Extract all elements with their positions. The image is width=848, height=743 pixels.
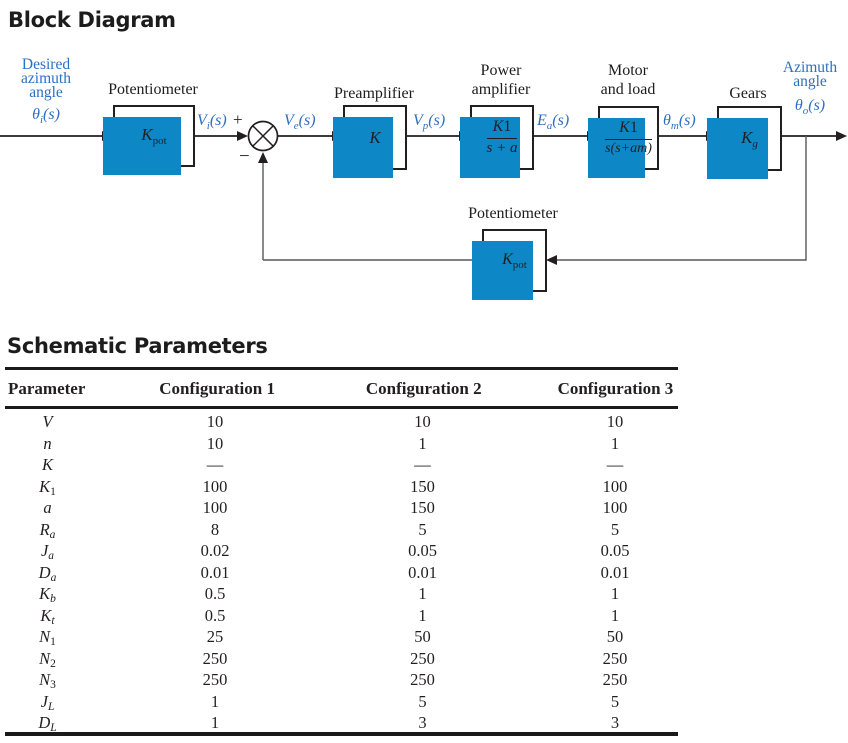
table-row: Da 0.01 0.01 0.01 [38, 562, 630, 584]
block-preamplifier: K [333, 105, 407, 178]
signal-theta-o: θo(s) [794, 97, 826, 118]
col-header-config1: Configuration 1 [159, 379, 275, 398]
label-preamplifier: Preamplifier [334, 85, 414, 102]
table-row: DL 1 3 3 [38, 713, 620, 734]
table-bottom-rule [5, 732, 678, 736]
section-title: Schematic Parameters [7, 334, 268, 358]
signal-theta-m: θm(s) [663, 112, 696, 132]
block-potentiometer-input: Kpot [103, 105, 195, 175]
table-body: V 10 10 10 n 10 1 1 K — — — K1 100 150 1… [5, 411, 725, 734]
summing-junction [247, 120, 279, 152]
table-row: N2 250 250 250 [39, 648, 628, 670]
signal-ve: Ve(s) [284, 112, 316, 132]
plus-sign: + [233, 110, 243, 129]
block-potentiometer-feedback: Kpot [472, 229, 547, 300]
table-row: Ra 8 5 5 [39, 519, 620, 541]
table-header-row: Parameter Configuration 1 Configuration … [5, 376, 725, 402]
label-gears: Gears [729, 85, 767, 102]
input-annotation: Desired azimuth angle θi(s) [4, 57, 88, 127]
table-row: N3 250 250 250 [39, 670, 628, 691]
signal-vi: Vi(s) [197, 112, 227, 132]
table-header-rule [5, 406, 678, 409]
table-row: JL 1 5 5 [40, 691, 620, 713]
table-row: N1 25 50 50 [39, 627, 624, 648]
table-row: K1 100 150 100 [39, 476, 628, 498]
signal-ea: Ea(s) [537, 112, 570, 132]
col-header-config3: Configuration 3 [557, 379, 674, 398]
table-row: V 10 10 10 [42, 412, 624, 431]
table-top-rule [5, 367, 678, 370]
block-diagram: Desired azimuth angle θi(s) Azimuth angl… [0, 0, 848, 330]
minus-sign: − [239, 146, 250, 167]
label-potentiometer-input: Potentiometer [108, 81, 198, 98]
table-row: a 100 150 100 [43, 498, 628, 517]
label-potentiometer-feedback: Potentiometer [468, 205, 558, 222]
table-row: Kt 0.5 1 1 [40, 605, 620, 627]
table-row: K — — — [41, 455, 624, 474]
output-annotation: Azimuth angle θo(s) [772, 60, 848, 118]
table-row: Ja 0.02 0.05 0.05 [40, 541, 630, 562]
col-header-config2: Configuration 2 [365, 379, 482, 398]
signal-theta-i: θi(s) [32, 106, 60, 127]
col-header-parameter: Parameter [8, 379, 86, 398]
table-row: n 10 1 1 [43, 433, 620, 453]
page-title: Block Diagram [8, 8, 176, 32]
signal-vp: Vp(s) [413, 112, 446, 132]
block-gears: Kg [707, 106, 782, 179]
table-row: Kb 0.5 1 1 [39, 584, 620, 605]
